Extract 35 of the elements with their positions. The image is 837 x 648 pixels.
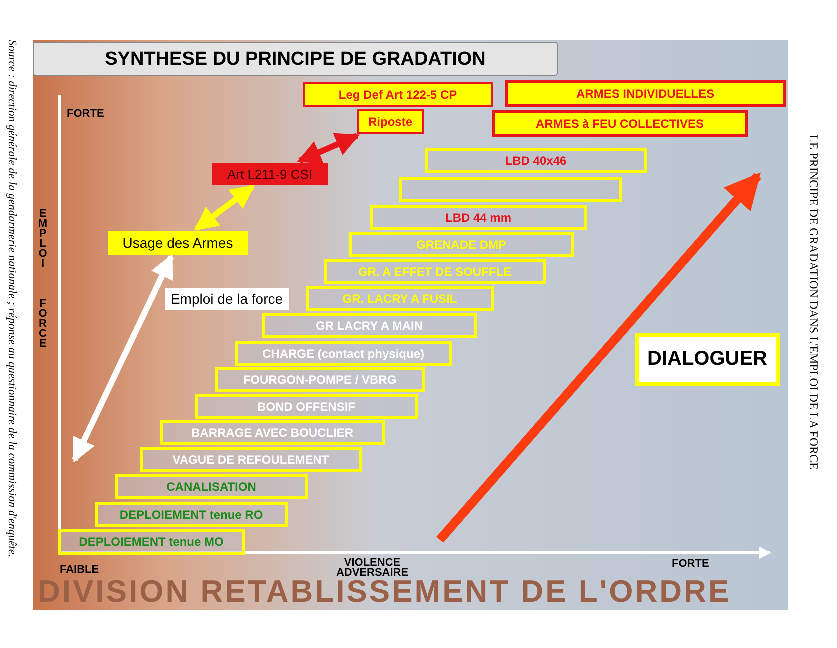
arrow xyxy=(297,133,360,164)
law-box: Art L211-9 CSI xyxy=(212,163,328,185)
step-box: BARRAGE AVEC BOUCLIER xyxy=(160,420,385,445)
source-note: Source : direction générale de la gendarmerie nationale ; réponse au questionnaire de la commission d'enquête. xyxy=(6,40,18,558)
axis-label: FORTE xyxy=(67,108,104,120)
step-box: CANALISATION xyxy=(115,474,308,499)
step-box: GRENADE DMP xyxy=(349,232,574,257)
step-box: BOND OFFENSIF xyxy=(195,394,418,419)
axis-label: FORCE xyxy=(37,298,49,348)
step-box: LBD 40x46 xyxy=(425,148,647,173)
step-box: GR. A EFFET DE SOUFFLE xyxy=(324,259,546,284)
step-box: VAGUE DE REFOULEMENT xyxy=(140,447,362,472)
axis-label: VIOLENCE ADVERSAIRE xyxy=(335,558,410,578)
step-box: GR. LACRY A FUSIL xyxy=(306,286,494,311)
arrow xyxy=(72,254,174,463)
axis-label: EMPLOI xyxy=(37,208,49,268)
title: SYNTHESE DU PRINCIPE DE GRADATION xyxy=(33,42,558,76)
arrow xyxy=(194,184,256,232)
dialogue-box: DIALOGUER xyxy=(635,333,780,386)
category-box: ARMES INDIVIDUELLES xyxy=(505,80,786,107)
step-box: CHARGE (contact physique) xyxy=(235,341,452,366)
law-box: Riposte xyxy=(357,109,424,134)
category-box: ARMES à FEU COLLECTIVES xyxy=(492,110,748,137)
step-box: DEPLOIEMENT tenue RO xyxy=(95,502,288,527)
level-label: Usage des Armes xyxy=(108,231,248,255)
side-title: LE PRINCIPE DE GRADATION DANS L'EMPLOI DE LA FORCE xyxy=(806,135,821,470)
level-label: Emploi de la force xyxy=(165,288,289,310)
step-box: LBD 44 mm xyxy=(370,205,587,230)
step-box: DEPLOIEMENT tenue MO xyxy=(58,529,245,555)
law-box: Leg Def Art 122-5 CP xyxy=(303,82,493,107)
axis-label: FAIBLE xyxy=(60,564,100,576)
step-box: FOURGON-POMPE / VBRG xyxy=(215,367,425,392)
step-box: GR LACRY A MAIN xyxy=(262,313,477,338)
step-box xyxy=(399,177,622,202)
axis-label: FORTE xyxy=(672,558,710,570)
